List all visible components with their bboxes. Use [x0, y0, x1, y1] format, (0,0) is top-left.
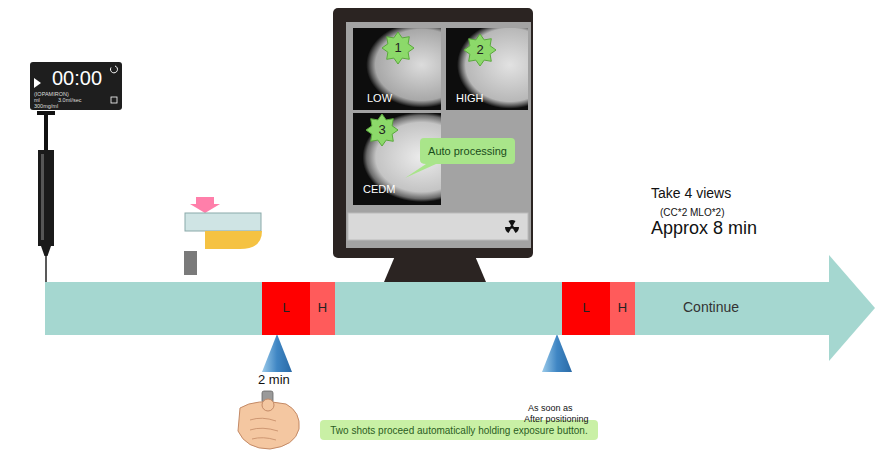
status-bar — [348, 213, 528, 240]
node-text: Two shots proceed automatically holding … — [330, 425, 587, 436]
timer-icon — [30, 62, 122, 110]
hand-illustration — [238, 391, 299, 449]
node-text: 3 — [378, 123, 385, 137]
plunger-head — [37, 111, 55, 115]
reset-symbol — [110, 66, 117, 73]
paddle — [185, 213, 261, 231]
timer-display: 00:00 (IOPAMIRON)ml 3.0ml/sec300mg/ml — [30, 62, 122, 110]
node-text: L — [282, 301, 289, 315]
node-text: Continue — [683, 300, 739, 315]
finger-lines — [250, 418, 278, 440]
syringe-tip — [41, 246, 51, 256]
timeline-band: Continue L H L H — [45, 282, 830, 335]
monitor-frame — [333, 8, 533, 258]
node-text: 2 — [476, 43, 483, 57]
barrel — [38, 150, 54, 246]
compression-arrow — [190, 197, 220, 213]
note-label: Approx 8 min — [651, 219, 757, 239]
star — [382, 32, 414, 64]
plunger-rod — [44, 115, 48, 151]
high-energy-exposure: H — [310, 282, 335, 335]
note-label: After positioning — [524, 415, 589, 425]
node-text: L — [582, 301, 589, 315]
node-text: ml — [34, 97, 40, 103]
play-symbol — [34, 78, 41, 88]
low-energy-exposure: L — [562, 282, 610, 335]
high-energy-image: HIGH 2 — [446, 28, 528, 110]
detector — [184, 251, 197, 275]
node-text: CEDM — [363, 183, 395, 195]
star — [366, 114, 398, 146]
note-label: As soon as — [528, 404, 573, 414]
note-label: (CC*2 MLO*2) — [660, 207, 724, 218]
note-label: 2 min — [258, 373, 290, 387]
syringe — [37, 111, 55, 282]
callout-number: 1 — [380, 31, 416, 65]
node-text: 3.0ml/sec — [58, 97, 82, 103]
high-energy-exposure: H — [610, 282, 635, 335]
monitor-screen — [346, 22, 531, 248]
node-text: HIGH — [456, 92, 484, 104]
low-energy-image: LOW 1 — [353, 28, 441, 110]
breast — [205, 231, 262, 249]
node-text: LOW — [367, 92, 392, 104]
barrel-shine — [41, 154, 44, 240]
node-text: H — [618, 301, 627, 315]
timer-body — [30, 62, 122, 110]
callout-number: 3 — [364, 113, 400, 147]
monitor — [333, 8, 533, 282]
timeline-arrowhead — [829, 255, 875, 361]
timing-marker — [542, 334, 572, 372]
node-text: (IOPAMIRON) — [34, 91, 69, 97]
edit-symbol — [111, 97, 117, 103]
compression-illustration — [184, 197, 262, 275]
node-text: 00:00 — [52, 67, 102, 89]
timing-marker — [262, 334, 292, 372]
node-text: 300mg/ml — [34, 103, 58, 109]
callout-bubble: Auto processing — [420, 138, 515, 164]
node-text: H — [318, 301, 327, 315]
monitor-stand — [384, 256, 486, 282]
low-energy-exposure: L — [262, 282, 310, 335]
node-text: Auto processing — [428, 145, 507, 157]
star — [464, 34, 496, 66]
node-text: 1 — [394, 41, 401, 55]
thumb — [262, 399, 274, 411]
note-label: Take 4 views — [651, 186, 731, 201]
callout-number: 2 — [462, 33, 498, 67]
needle — [45, 256, 47, 282]
callout-outline — [405, 138, 515, 178]
radiation-symbol — [505, 220, 519, 233]
